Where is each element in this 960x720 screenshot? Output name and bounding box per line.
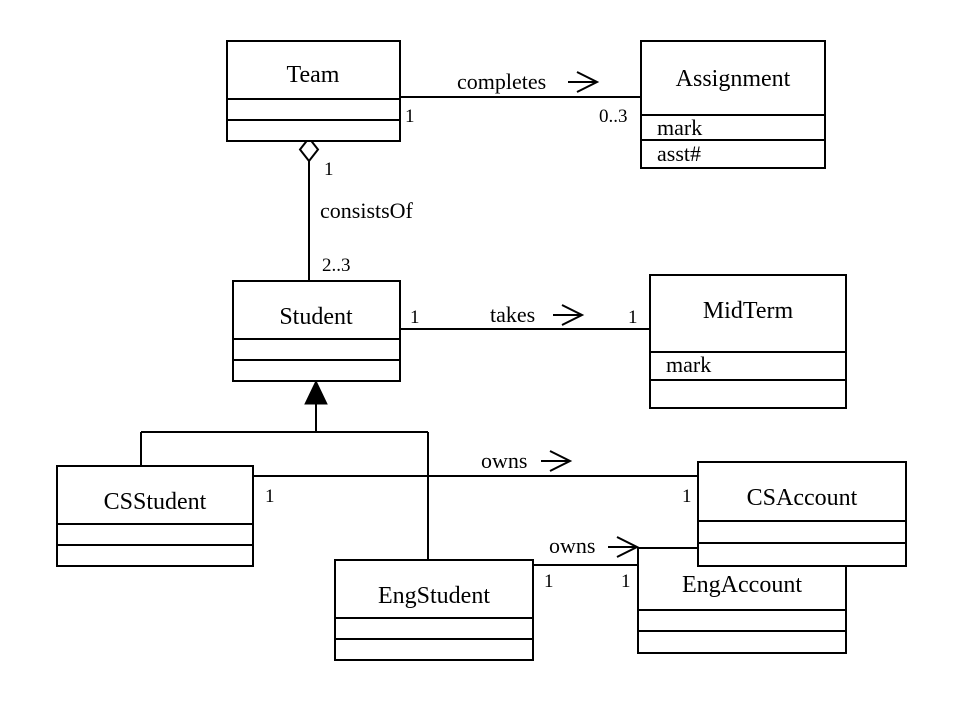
cs-owns-source-multiplicity: 1 (265, 486, 275, 507)
cs-owns-label: owns (481, 448, 527, 473)
takes-source-multiplicity: 1 (410, 307, 420, 328)
attribute-mark: mark (666, 352, 711, 377)
takes-label: takes (490, 302, 535, 327)
class-csaccount[interactable]: CSAccount (697, 461, 907, 567)
class-name-engstudent: EngStudent (378, 583, 490, 609)
class-name-csaccount: CSAccount (747, 485, 858, 511)
completes-label: completes (457, 69, 546, 94)
class-name-student: Student (279, 304, 353, 330)
class-name-midterm: MidTerm (703, 298, 794, 324)
completes-target-multiplicity: 0..3 (599, 106, 628, 127)
eng-owns-source-multiplicity: 1 (544, 571, 554, 592)
consists-of-label: consistsOf (320, 198, 414, 223)
eng-owns-label: owns (549, 533, 595, 558)
class-assignment[interactable]: Assignment mark asst# (640, 40, 826, 169)
aggregation-diamond (298, 136, 320, 163)
takes-target-multiplicity: 1 (628, 307, 638, 328)
attribute-asst-number: asst# (657, 141, 701, 166)
class-name-csstudent: CSStudent (104, 489, 207, 515)
class-csstudent[interactable]: CSStudent (56, 465, 254, 567)
attribute-mark: mark (657, 115, 702, 140)
cs-owns-target-multiplicity: 1 (682, 486, 692, 507)
class-name-team: Team (287, 62, 340, 88)
class-name-engaccount: EngAccount (682, 572, 802, 598)
class-midterm[interactable]: MidTerm mark (649, 274, 847, 409)
class-engstudent[interactable]: EngStudent (334, 559, 534, 661)
class-team[interactable]: Team (226, 40, 401, 142)
consists-of-target-multiplicity: 2..3 (322, 255, 351, 276)
completes-source-multiplicity: 1 (405, 106, 415, 127)
class-name-assignment: Assignment (676, 66, 791, 92)
consists-of-source-multiplicity: 1 (324, 159, 334, 180)
generalization-triangle (304, 379, 328, 405)
class-student[interactable]: Student (232, 280, 401, 382)
eng-owns-target-multiplicity: 1 (621, 571, 631, 592)
